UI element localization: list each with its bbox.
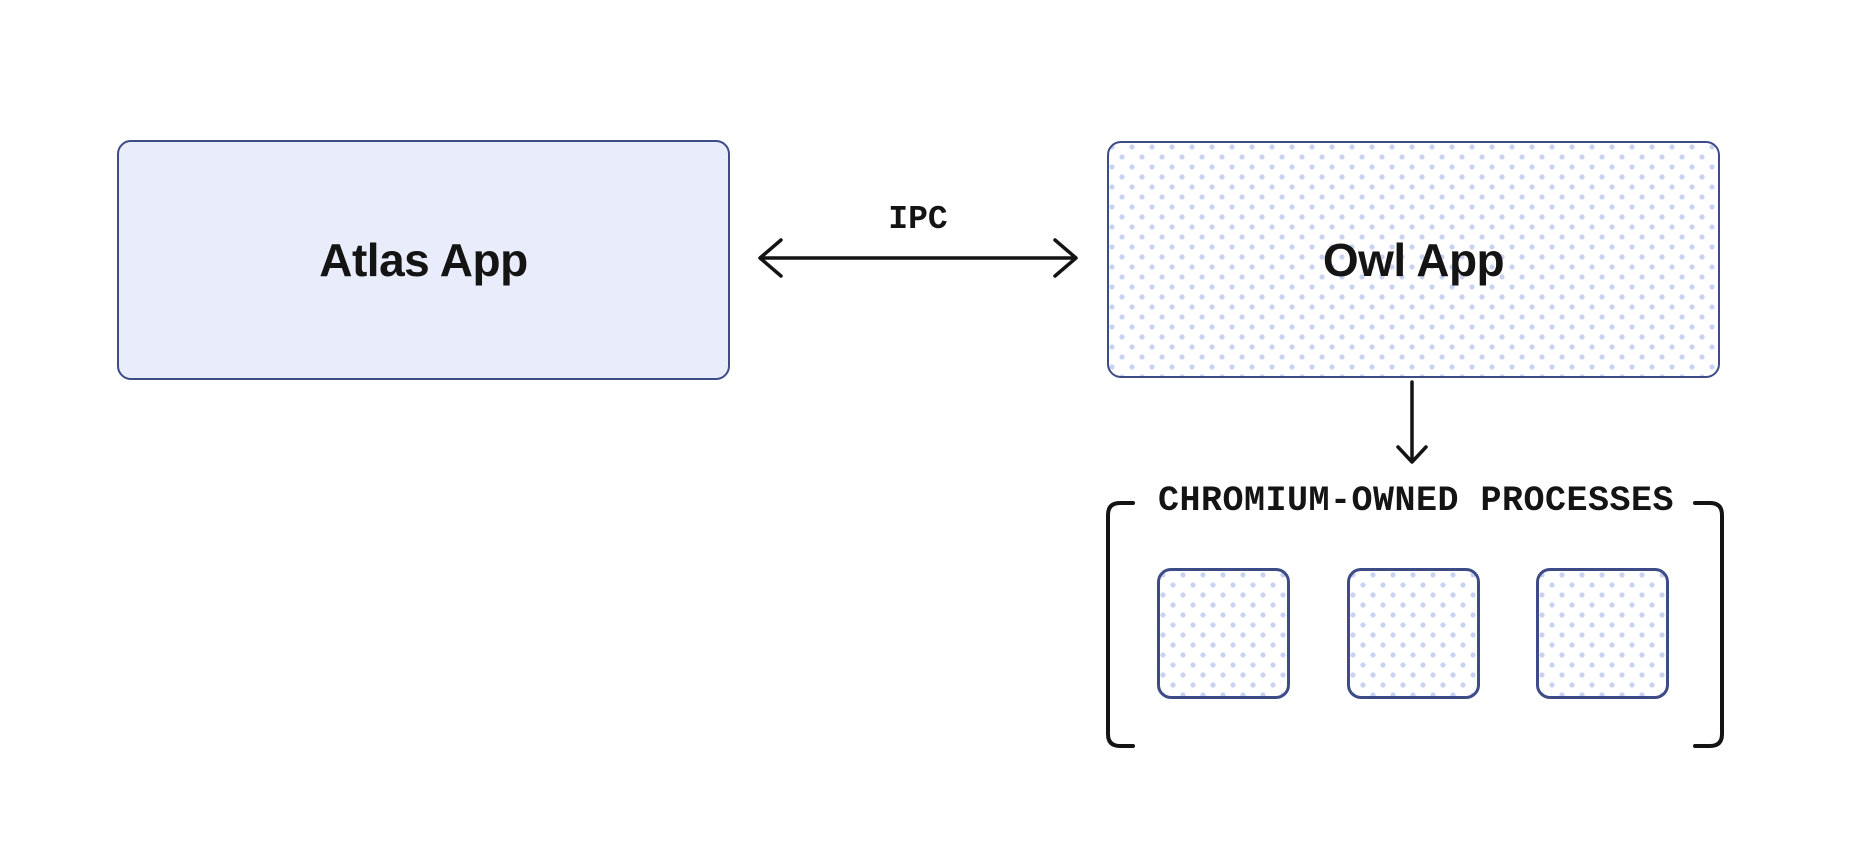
atlas-app-label: Atlas App xyxy=(319,234,528,286)
right-bracket xyxy=(1693,501,1724,748)
owl-app-node: Owl App xyxy=(1107,141,1720,378)
ipc-edge-label: IPC xyxy=(888,201,948,238)
owl-to-processes-arrow xyxy=(1396,380,1428,464)
arrowhead-down-icon xyxy=(1396,445,1428,464)
arrowhead-right-icon xyxy=(1053,238,1078,278)
owl-app-label: Owl App xyxy=(1322,233,1505,286)
process-box xyxy=(1536,568,1669,699)
chromium-processes-group-label: CHROMIUM-OWNED PROCESSES xyxy=(1157,481,1675,521)
process-box xyxy=(1157,568,1290,699)
left-bracket xyxy=(1106,501,1135,748)
arrowhead-left-icon xyxy=(758,238,783,278)
ipc-bidirectional-arrow xyxy=(758,238,1078,278)
atlas-app-node: Atlas App xyxy=(117,140,730,380)
process-box xyxy=(1347,568,1480,699)
